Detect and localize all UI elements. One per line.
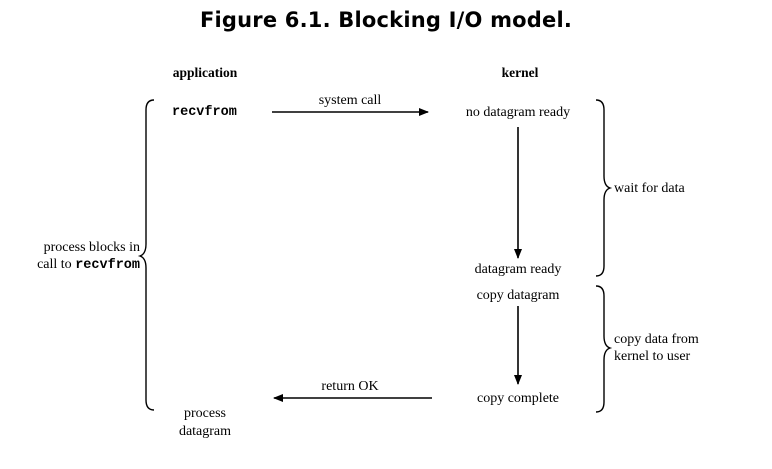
process-label-line1: process [184,406,226,421]
application-brace [137,99,155,411]
blocks-label-line2: call to recvfrom [37,257,140,273]
blocks-label-line1: process blocks in [43,240,140,255]
recvfrom-call: recvfrom [172,105,237,120]
wait-phase-brace [595,99,613,277]
return-ok-label: return OK [321,379,379,394]
process-label-line2: datagram [178,424,232,439]
application-header: application [172,65,238,80]
copy-data-label-line1: copy data from [614,332,699,347]
system-call-label: system call [318,93,382,108]
datagram-ready-label: datagram ready [474,262,562,277]
wait-for-data-label: wait for data [614,181,685,196]
copy-datagram-label: copy datagram [476,288,560,303]
copy-data-label-line2: kernel to user [614,349,691,364]
figure-title: Figure 6.1. Blocking I/O model. [199,8,573,32]
no-datagram-ready-label: no datagram ready [465,105,571,120]
copy-phase-brace [595,285,613,413]
copy-complete-label: copy complete [476,391,560,406]
kernel-header: kernel [501,65,539,80]
